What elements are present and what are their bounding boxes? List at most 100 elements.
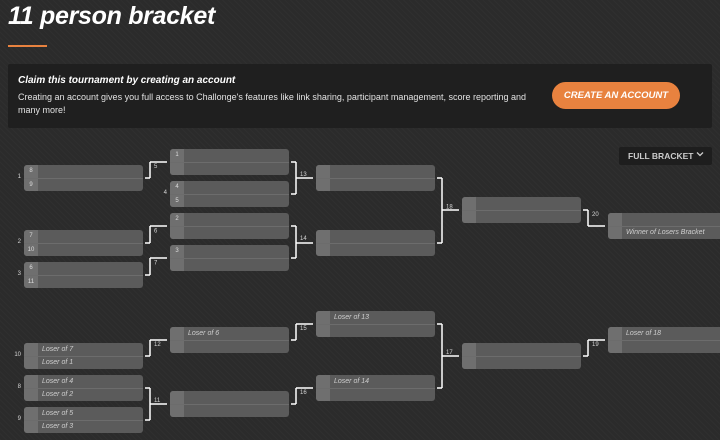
participant-slot-bottom[interactable]: 11 bbox=[24, 275, 143, 288]
participant-slot-bottom[interactable] bbox=[170, 226, 289, 239]
seed-number: 10 bbox=[24, 244, 38, 256]
bracket-view-dropdown[interactable]: FULL BRACKET bbox=[619, 147, 712, 165]
participant-slot-top[interactable] bbox=[462, 197, 581, 210]
participant-slot-bottom[interactable]: 5 bbox=[170, 194, 289, 207]
participant-name: Loser of 18 bbox=[626, 330, 662, 337]
match-18[interactable] bbox=[462, 197, 581, 223]
participant-slot-top[interactable]: Loser of 14 bbox=[316, 375, 435, 388]
connector-match-number: 15 bbox=[300, 326, 307, 332]
seed-number bbox=[316, 375, 330, 388]
participant-slot-top[interactable]: Loser of 6 bbox=[170, 327, 289, 340]
connector-match-number: 17 bbox=[446, 350, 453, 356]
seed-number: 4 bbox=[170, 181, 184, 194]
seed-number: 11 bbox=[24, 276, 38, 288]
connector-match-number: 11 bbox=[154, 398, 161, 404]
participant-slot-top[interactable] bbox=[316, 230, 435, 243]
match-number-label: 1 bbox=[17, 174, 21, 180]
seed-number: 1 bbox=[170, 149, 184, 162]
seed-number bbox=[608, 227, 622, 239]
participant-slot-top[interactable] bbox=[608, 213, 720, 226]
match-number-label: 10 bbox=[14, 352, 21, 358]
participant-name: Winner of Losers Bracket bbox=[626, 229, 705, 236]
seed-number: 6 bbox=[24, 262, 38, 275]
match-11[interactable] bbox=[170, 391, 289, 417]
chevron-down-icon bbox=[696, 152, 704, 157]
participant-slot-bottom[interactable]: Loser of 2 bbox=[24, 388, 143, 401]
participant-slot-bottom[interactable]: Winner of Losers Bracket bbox=[608, 226, 720, 239]
create-account-button[interactable]: CREATE AN ACCOUNT bbox=[552, 82, 680, 109]
participant-slot-top[interactable]: Loser of 7 bbox=[24, 343, 143, 356]
match-5[interactable]: 1 bbox=[170, 149, 289, 175]
participant-slot-top[interactable]: Loser of 13 bbox=[316, 311, 435, 324]
bracket-view-label: FULL BRACKET bbox=[628, 151, 694, 161]
page-title: 11 person bracket bbox=[8, 2, 216, 30]
connector-match-number: 5 bbox=[154, 164, 158, 170]
participant-slot-bottom[interactable] bbox=[170, 404, 289, 417]
participant-slot-bottom[interactable]: 10 bbox=[24, 243, 143, 256]
match-13[interactable] bbox=[316, 165, 435, 191]
seed-number bbox=[462, 197, 476, 210]
participant-slot-bottom[interactable]: Loser of 1 bbox=[24, 356, 143, 369]
participant-slot-bottom[interactable] bbox=[170, 340, 289, 353]
match-14[interactable] bbox=[316, 230, 435, 256]
connector-match-number: 12 bbox=[154, 342, 161, 348]
seed-number: 9 bbox=[24, 179, 38, 191]
connector-match-number: 13 bbox=[300, 172, 307, 178]
participant-slot-bottom[interactable] bbox=[316, 388, 435, 401]
participant-slot-top[interactable]: 7 bbox=[24, 230, 143, 243]
match-15[interactable]: Loser of 13 bbox=[316, 311, 435, 337]
seed-number bbox=[462, 343, 476, 356]
match-7[interactable]: 3 bbox=[170, 245, 289, 271]
match-6[interactable]: 2 bbox=[170, 213, 289, 239]
seed-number bbox=[316, 311, 330, 324]
match-12[interactable]: Loser of 6 bbox=[170, 327, 289, 353]
participant-slot-top[interactable]: Loser of 18 bbox=[608, 327, 720, 340]
participant-slot-top[interactable] bbox=[170, 391, 289, 404]
match-20[interactable]: Winner of Losers Bracket bbox=[608, 213, 720, 239]
seed-number bbox=[316, 179, 330, 191]
match-16[interactable]: Loser of 14 bbox=[316, 375, 435, 401]
seed-number bbox=[24, 389, 38, 401]
participant-slot-top[interactable] bbox=[462, 343, 581, 356]
seed-number bbox=[24, 421, 38, 433]
match-17[interactable] bbox=[462, 343, 581, 369]
participant-slot-bottom[interactable] bbox=[316, 324, 435, 337]
seed-number bbox=[608, 213, 622, 226]
participant-slot-bottom[interactable] bbox=[170, 162, 289, 175]
seed-number bbox=[316, 244, 330, 256]
participant-slot-bottom[interactable] bbox=[316, 243, 435, 256]
participant-slot-top[interactable] bbox=[316, 165, 435, 178]
match-10[interactable]: Loser of 7 Loser of 1 bbox=[24, 343, 143, 369]
participant-slot-top[interactable]: 4 bbox=[170, 181, 289, 194]
seed-number bbox=[462, 357, 476, 369]
participant-slot-bottom[interactable] bbox=[462, 210, 581, 223]
participant-slot-top[interactable]: Loser of 5 bbox=[24, 407, 143, 420]
participant-slot-bottom[interactable] bbox=[170, 258, 289, 271]
participant-slot-top[interactable]: 6 bbox=[24, 262, 143, 275]
participant-slot-bottom[interactable] bbox=[316, 178, 435, 191]
participant-slot-bottom[interactable] bbox=[608, 340, 720, 353]
participant-slot-top[interactable]: 8 bbox=[24, 165, 143, 178]
match-number-label: 4 bbox=[163, 190, 167, 196]
match-number-label: 8 bbox=[17, 384, 21, 390]
participant-slot-bottom[interactable] bbox=[462, 356, 581, 369]
participant-slot-bottom[interactable]: 9 bbox=[24, 178, 143, 191]
seed-number: 2 bbox=[170, 213, 184, 226]
seed-number bbox=[316, 165, 330, 178]
seed-number bbox=[170, 163, 184, 175]
participant-slot-top[interactable]: Loser of 4 bbox=[24, 375, 143, 388]
connector-match-number: 16 bbox=[300, 390, 307, 396]
participant-name: Loser of 1 bbox=[42, 359, 74, 366]
seed-number bbox=[608, 341, 622, 353]
participant-slot-top[interactable]: 1 bbox=[170, 149, 289, 162]
participant-slot-top[interactable]: 3 bbox=[170, 245, 289, 258]
participant-slot-bottom[interactable]: Loser of 3 bbox=[24, 420, 143, 433]
participant-slot-top[interactable]: 2 bbox=[170, 213, 289, 226]
match-19[interactable]: Loser of 18 bbox=[608, 327, 720, 353]
